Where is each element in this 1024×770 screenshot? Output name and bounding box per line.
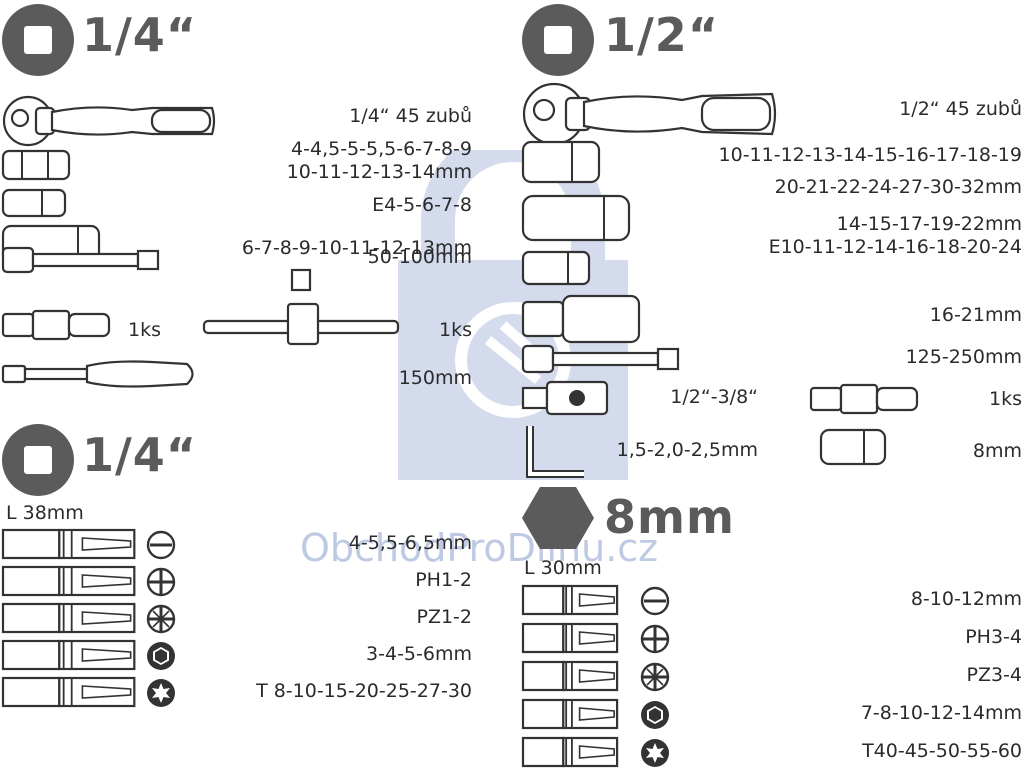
screwdriver-bit-icon — [521, 584, 619, 616]
half-set-item-10: 1,5-2,0-2,5mm — [616, 439, 758, 461]
extension-bar-icon — [1, 246, 160, 274]
quarter-bits-title: 1/4“ — [82, 428, 198, 482]
screwdriver-bit-icon — [521, 660, 619, 692]
bit-label: 3-4-5-6mm — [366, 643, 472, 665]
screwdriver-bit-icon — [1, 639, 136, 671]
socket-short-icon — [1, 149, 71, 181]
screwdriver-bit-icon — [1, 565, 136, 597]
torx-icon — [641, 739, 669, 767]
screwdriver-bit-icon — [521, 622, 619, 654]
phillips-icon — [146, 567, 176, 597]
quarter-set-item-2: 4-4,5-5-5,5-6-7-8-9 — [291, 138, 472, 160]
quarter-bits-length: L 38mm — [6, 502, 84, 524]
bit-label: 8-10-12mm — [910, 588, 1022, 610]
quarter-set-item-8: 1ks — [439, 319, 472, 341]
half-set-item-4: 14-15-17-19-22mm — [836, 213, 1022, 235]
half-set-item-5: E10-11-12-14-16-18-20-24 — [768, 236, 1022, 258]
bit-label: 4-5,5-6,5mm — [348, 532, 472, 554]
square-drive-icon — [2, 4, 74, 76]
bit-label: PH3-4 — [965, 626, 1022, 648]
bit-label: PZ3-4 — [966, 664, 1022, 686]
screwdriver-bit-icon — [1, 528, 136, 560]
ratchet-icon — [2, 95, 216, 147]
pozidriv-icon — [146, 604, 176, 634]
ratchet-icon — [522, 82, 777, 146]
screwdriver-bit-icon — [521, 736, 619, 768]
quarter-set-item-5: 6-7-8-9-10-11-12-13mm — [241, 237, 472, 259]
quarter-set-item-1: 1/4“ 45 zubů — [349, 105, 472, 127]
spark-plug-socket-icon — [521, 294, 641, 344]
quarter-set-item-6: 50-100mm — [367, 246, 472, 268]
torx-icon — [147, 679, 175, 707]
square-drive-icon — [522, 4, 594, 76]
half-set-item-6: 16-21mm — [929, 304, 1022, 326]
hex-key-icon — [526, 426, 584, 478]
screwdriver-bit-icon — [1, 602, 136, 634]
half-set-item-2: 10-11-12-13-14-15-16-17-18-19 — [718, 144, 1022, 166]
universal-joint-icon — [809, 383, 919, 415]
screwdriver-bit-icon — [521, 698, 619, 730]
extension-bar-icon — [521, 344, 680, 374]
socket-torx-icon — [521, 250, 591, 286]
t-bar-icon — [202, 268, 400, 346]
screwdriver-bit-icon — [1, 676, 136, 708]
watermark-lock-icon — [398, 150, 628, 480]
quarter-set-item-9: 150mm — [398, 367, 472, 389]
socket-small-icon — [819, 428, 887, 466]
socket-torx-icon — [1, 188, 67, 218]
bit-label: T 8-10-15-20-25-27-30 — [256, 680, 472, 702]
bit-label: PH1-2 — [415, 569, 472, 591]
half-set-item-8: 1/2“-3/8“ — [670, 386, 758, 408]
quarter-set-item-7: 1ks — [128, 319, 161, 341]
slotted-icon — [640, 586, 670, 616]
phillips-icon — [640, 624, 670, 654]
hex-icon — [641, 701, 669, 729]
quarter-set-item-3: 10-11-12-13-14mm — [286, 161, 472, 183]
half-set-title: 1/2“ — [604, 8, 720, 62]
hex-bits-length: L 30mm — [524, 557, 602, 579]
half-set-item-11: 8mm — [972, 440, 1022, 462]
pozidriv-icon — [640, 662, 670, 692]
hex-icon — [147, 642, 175, 670]
screwdriver-handle-icon — [1, 360, 194, 388]
socket-deep-icon — [521, 194, 631, 242]
quarter-set-title: 1/4“ — [82, 8, 198, 62]
half-set-item-3: 20-21-22-24-27-30-32mm — [774, 176, 1022, 198]
bit-label: 7-8-10-12-14mm — [860, 702, 1022, 724]
bit-label: T40-45-50-55-60 — [862, 740, 1022, 762]
hex-bits-title: 8mm — [604, 490, 735, 544]
square-drive-icon — [2, 424, 74, 496]
quarter-set-item-4: E4-5-6-7-8 — [372, 194, 472, 216]
watermark-text: ObchodProDilnu.cz — [300, 526, 659, 570]
socket-short-icon — [521, 140, 601, 184]
bit-label: PZ1-2 — [416, 606, 472, 628]
half-set-item-9: 1ks — [989, 388, 1022, 410]
half-set-item-1: 1/2“ 45 zubů — [899, 98, 1022, 120]
universal-joint-icon — [1, 309, 111, 341]
adapter-icon — [521, 380, 609, 416]
slotted-icon — [146, 530, 176, 560]
half-set-item-7: 125-250mm — [905, 346, 1022, 368]
